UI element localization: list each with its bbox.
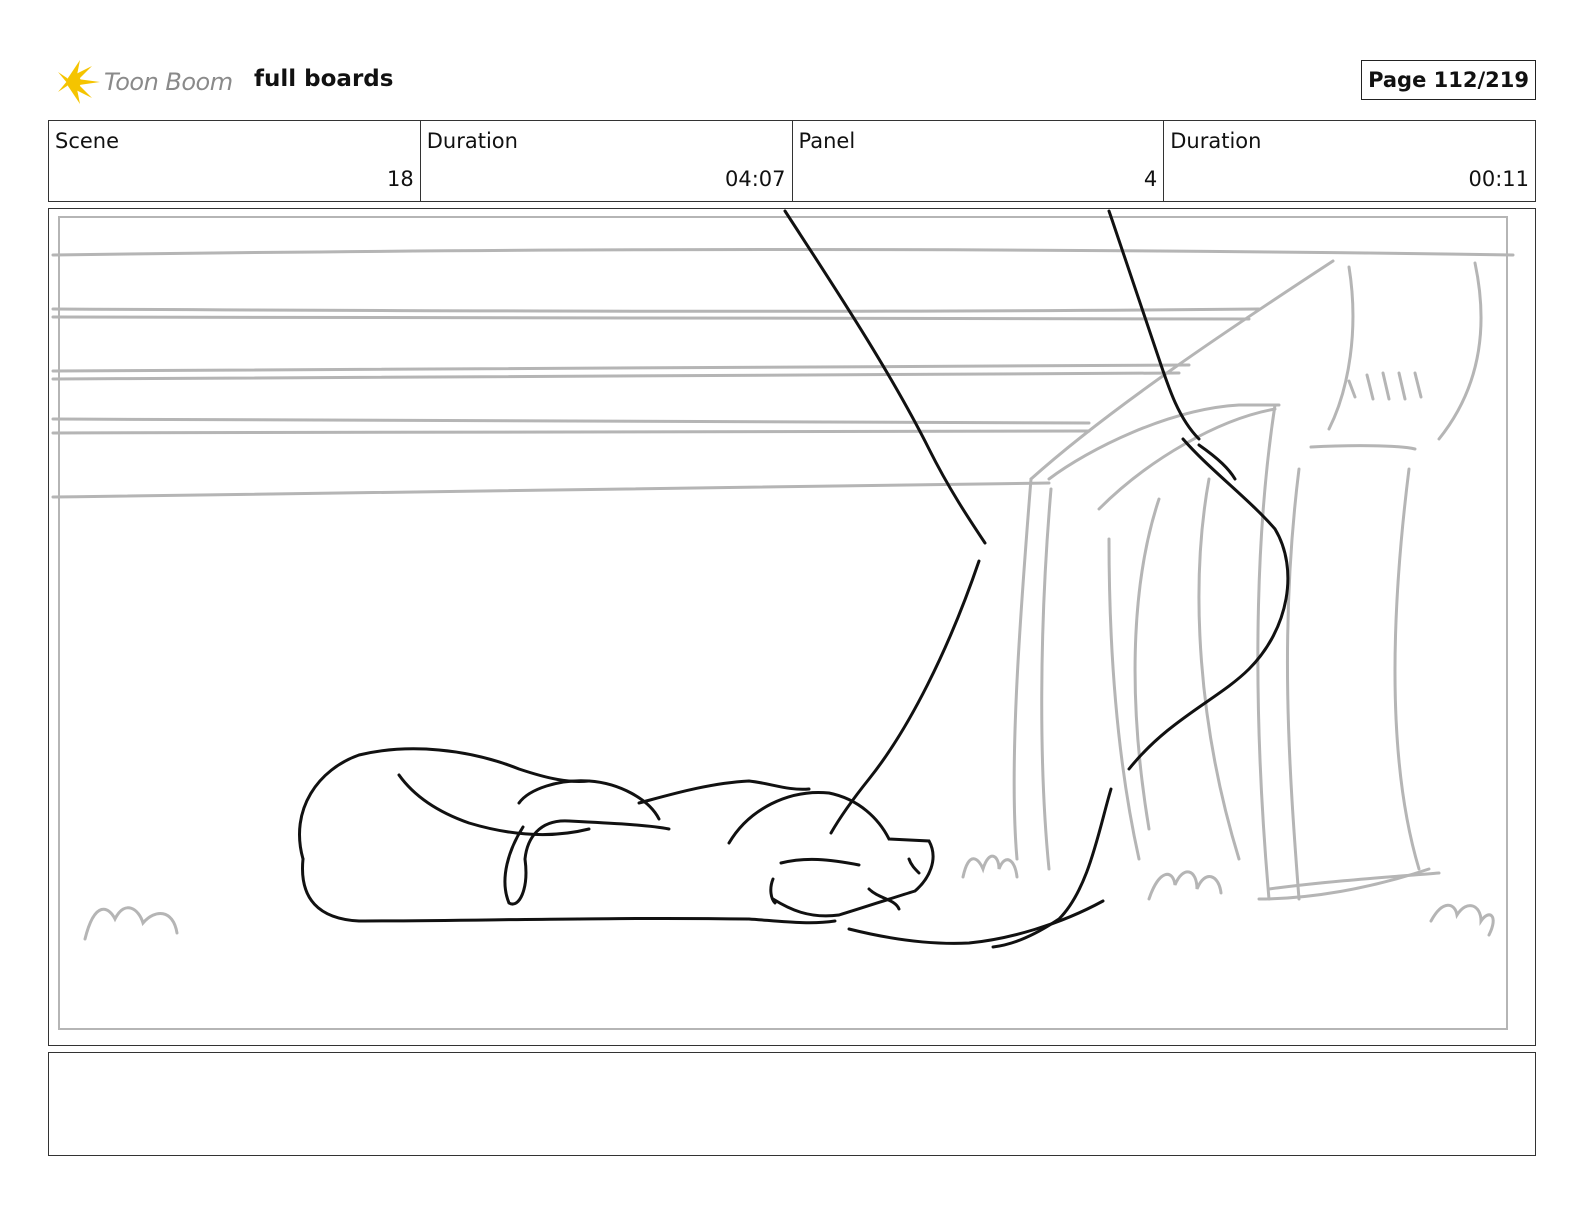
scene-duration-value: 04:07 (724, 167, 786, 191)
scene-value: 18 (387, 167, 414, 191)
sunburst-icon (58, 60, 100, 104)
page-header: Toon Boom full boards Page 112/219 (48, 56, 1536, 108)
panel-duration-value: 00:11 (1468, 167, 1529, 191)
creature-sketch (298, 747, 935, 925)
foot-sketch (783, 209, 1290, 949)
scene-duration-label: Duration (426, 129, 518, 153)
scene-label: Scene (55, 129, 120, 153)
project-title: full boards (254, 66, 394, 92)
scene-duration-cell: Duration 04:07 (421, 121, 793, 201)
panel-info-row: Scene 18 Duration 04:07 Panel 4 Duration… (48, 120, 1536, 202)
panel-label: Panel (798, 129, 856, 153)
panel-sketch (51, 209, 1515, 1030)
notes-box (48, 1052, 1536, 1156)
page-indicator: Page 112/219 (1361, 60, 1536, 100)
panel-duration-label: Duration (1170, 129, 1262, 153)
panel-duration-cell: Duration 00:11 (1164, 121, 1535, 201)
safe-frame (58, 216, 1508, 1030)
panel-cell: Panel 4 (793, 121, 1165, 201)
background-structure (83, 259, 1495, 941)
toon-boom-logo: Toon Boom (52, 56, 233, 108)
logo-text: Toon Boom (104, 68, 233, 96)
scene-cell: Scene 18 (49, 121, 421, 201)
panel-value: 4 (1143, 167, 1158, 191)
storyboard-panel (48, 208, 1536, 1046)
